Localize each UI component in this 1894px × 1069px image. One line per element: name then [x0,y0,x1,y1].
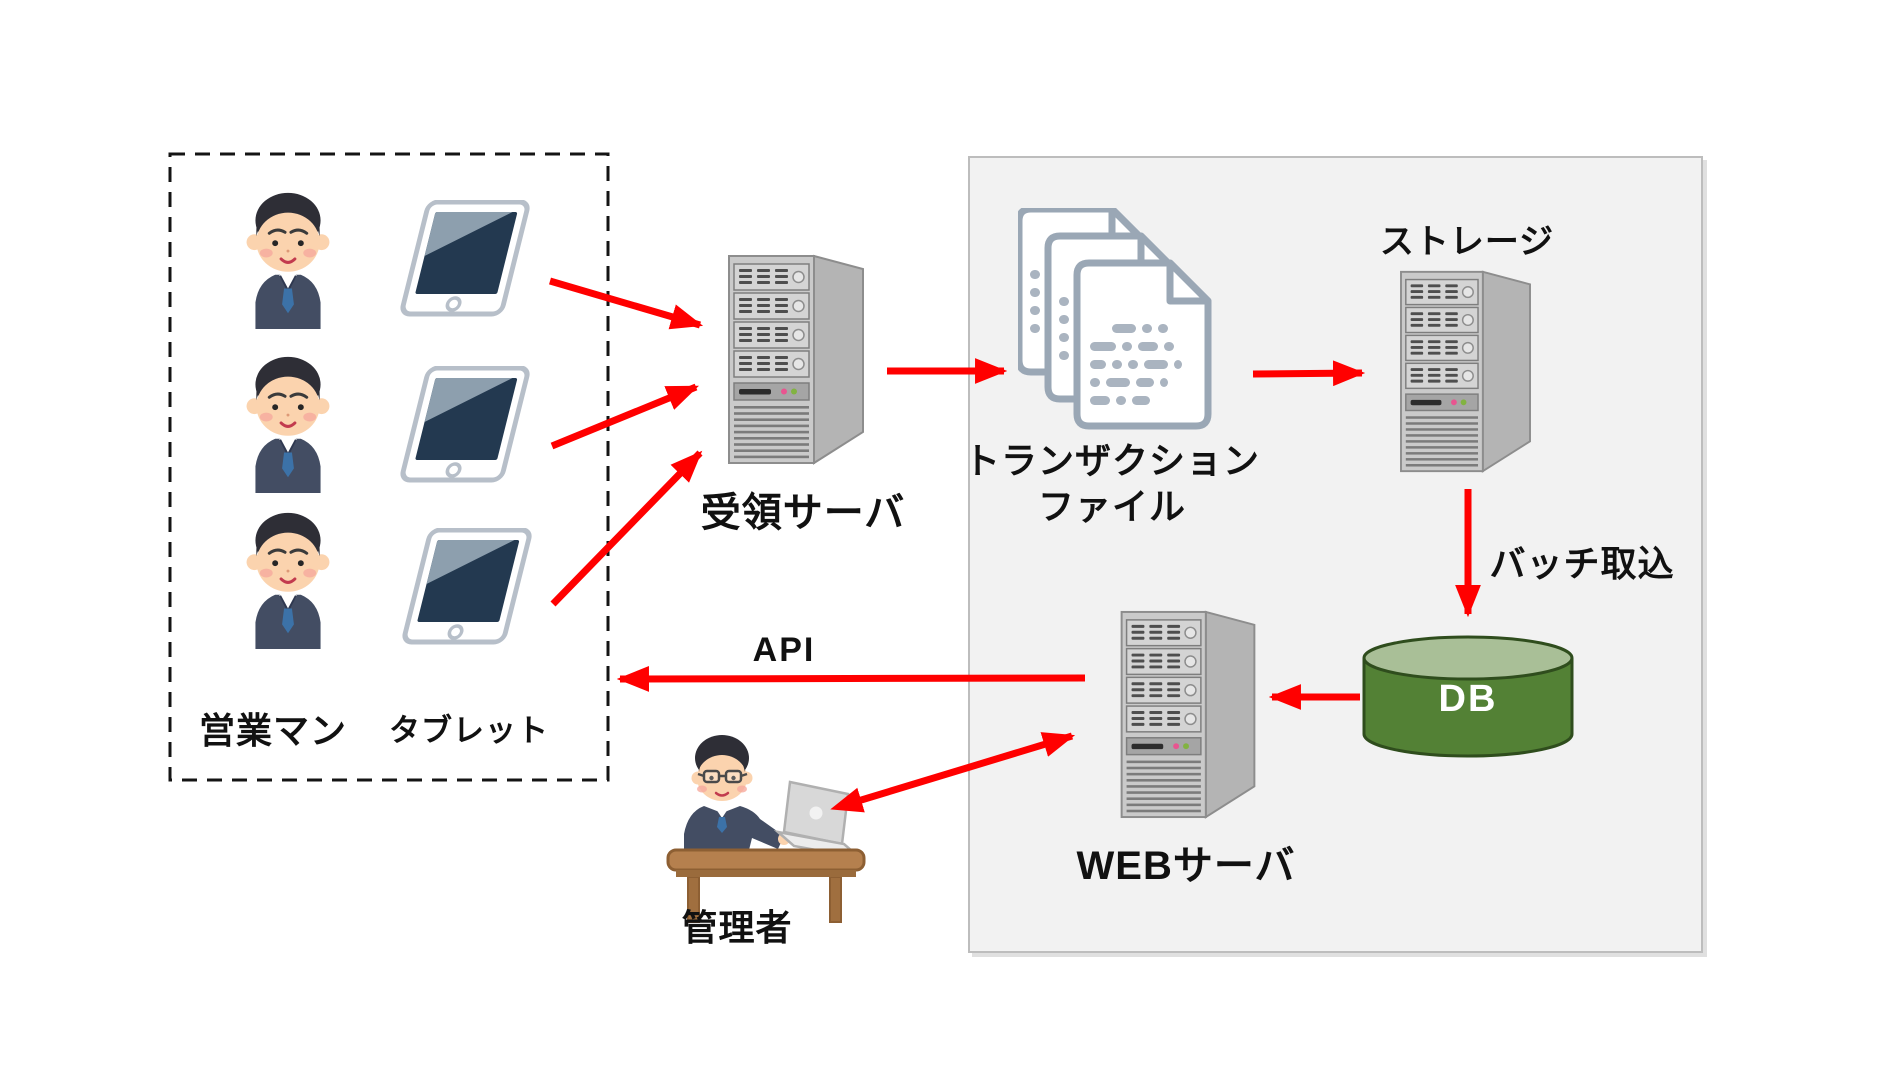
database-label: DB [1438,678,1498,720]
web-server-icon [1118,608,1258,821]
tablet-icon [400,528,540,646]
businessman-icon [238,181,338,329]
transaction-files-label-line2: ファイル [1037,486,1187,527]
transaction-files-icon [1018,208,1213,433]
sales-zone-dashed-border [168,152,610,782]
batch-import-label: バッチ取込 [1489,543,1675,584]
transaction-files-label: トランザクション ファイル [964,438,1260,530]
tablet-icon [398,200,538,318]
tablet-group-label: タブレット [389,713,549,748]
tablet-icon [398,366,538,484]
database-cylinder-icon [1362,635,1574,758]
api-label: API [752,631,816,669]
storage-label: ストレージ [1379,223,1555,261]
transaction-files-label-line1: トランザクション [963,440,1261,481]
arrow-tablet2-to-receiving-server [550,383,699,450]
sales-group-label: 営業マン [198,710,348,751]
receiving-server-label: 受領サーバ [700,491,906,535]
businessman-icon [238,345,338,493]
storage-server-icon [1398,268,1533,475]
arrow-tablet3-to-receiving-server [550,450,703,607]
receiving-server-icon [726,252,866,467]
businessman-icon [238,501,338,649]
web-server-label: WEBサーバ [1076,844,1296,888]
arrow-tablet1-to-receiving-server [549,277,704,330]
administrator-label: 管理者 [681,907,793,948]
